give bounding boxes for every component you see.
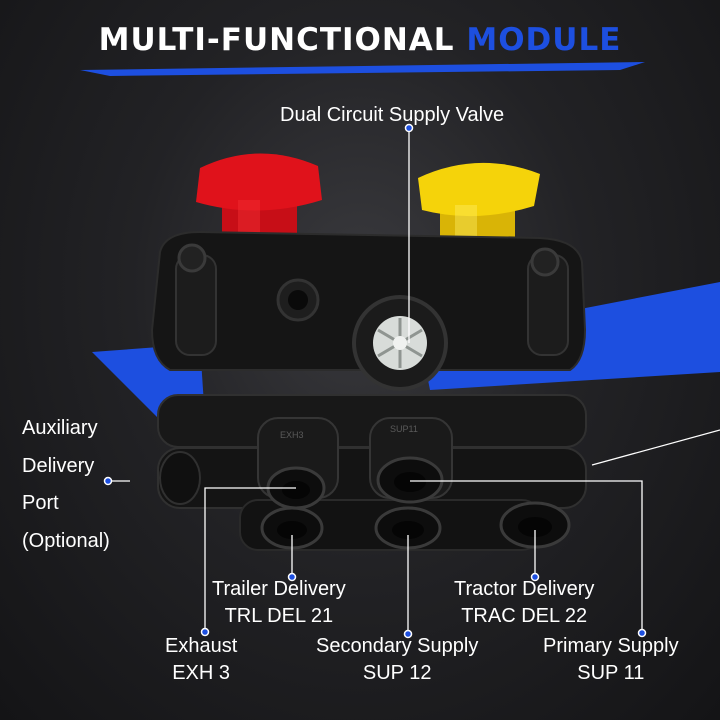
tractor-line-2: TRAC DEL 22 — [461, 605, 588, 627]
valve-body: EXH3 SUP11 — [150, 230, 587, 551]
molded-sup-text: SUP11 — [390, 424, 418, 434]
aux-line-4: (Optional) — [22, 529, 110, 552]
label-tractor-delivery: Tractor Delivery TRAC DEL 22 — [454, 577, 594, 628]
exhaust-line-1: Exhaust — [165, 635, 238, 657]
aux-line-1: Auxiliary — [22, 417, 98, 439]
primary-line-2: SUP 11 — [577, 662, 645, 684]
leader-lines — [108, 128, 720, 633]
primary-supply-port — [376, 456, 444, 504]
label-secondary-supply: Secondary Supply SUP 12 — [316, 634, 478, 685]
trailer-line-1: Trailer Delivery — [212, 578, 346, 600]
tractor-line-1: Tractor Delivery — [454, 578, 595, 600]
trailer-line-2: TRL DEL 21 — [224, 605, 334, 627]
label-primary-supply: Primary Supply SUP 11 — [543, 634, 679, 685]
secondary-supply-port — [374, 506, 442, 550]
label-exhaust: Exhaust EXH 3 — [165, 634, 237, 685]
aux-line-3: Port — [22, 492, 59, 514]
secondary-line-2: SUP 12 — [362, 662, 432, 684]
tractor-delivery-port — [499, 501, 571, 549]
auxiliary-port — [159, 451, 201, 505]
exhaust-line-2: EXH 3 — [172, 662, 231, 684]
blue-stripe-top — [80, 62, 645, 76]
molded-exh-text: EXH3 — [280, 430, 304, 440]
primary-line-1: Primary Supply — [543, 635, 679, 657]
label-trailer-delivery: Trailer Delivery TRL DEL 21 — [212, 577, 346, 628]
page-title: MULTI-FUNCTIONAL MODULE — [0, 22, 720, 58]
label-dual-circuit-supply-valve: Dual Circuit Supply Valve — [280, 104, 505, 126]
title-part-blue: MODULE — [466, 22, 622, 58]
callout-dots — [103, 123, 647, 639]
title-part-white: MULTI-FUNCTIONAL — [98, 22, 455, 58]
label-auxiliary-delivery-port: Auxiliary Delivery Port (Optional) — [22, 410, 110, 560]
secondary-line-1: Secondary Supply — [316, 635, 479, 657]
aux-line-2: Delivery — [22, 454, 95, 477]
